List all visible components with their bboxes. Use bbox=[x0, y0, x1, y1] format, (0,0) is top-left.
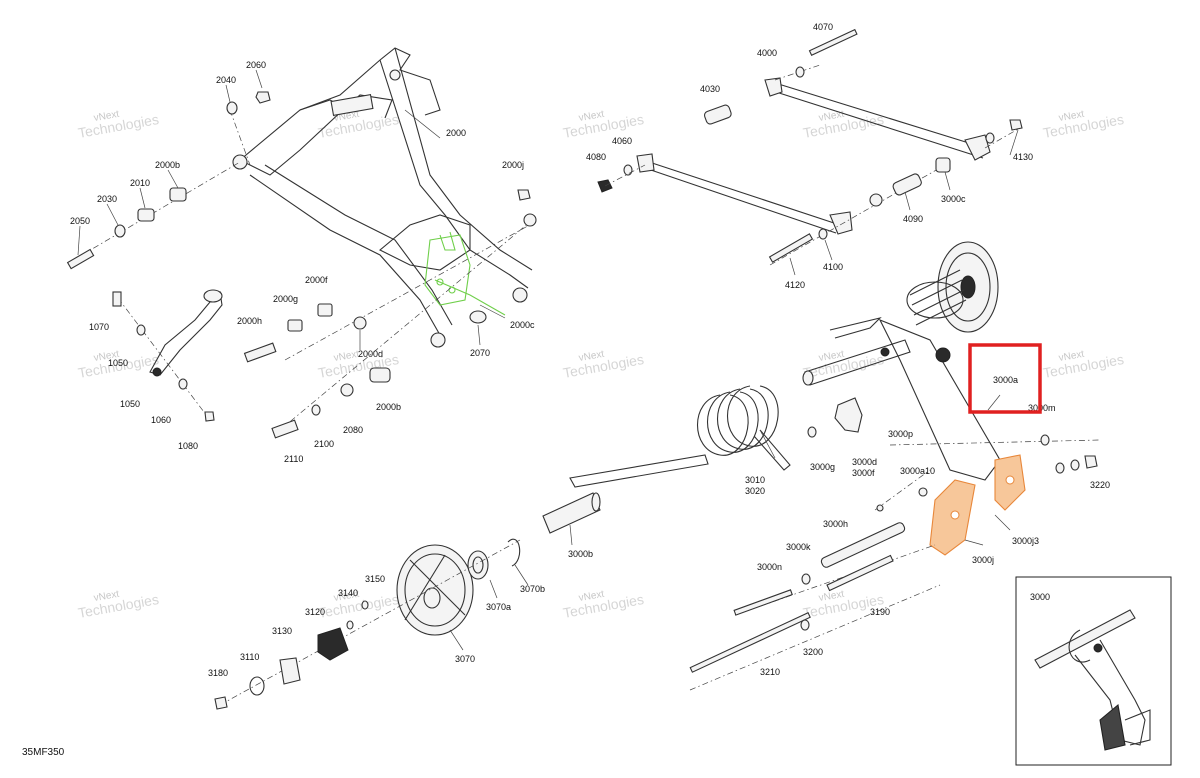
inset-label-3000: 3000 bbox=[1030, 592, 1050, 602]
part-label-3000a10: 3000a10 bbox=[900, 466, 935, 476]
inset-view: 3000 bbox=[1015, 576, 1172, 766]
part-label-2050: 2050 bbox=[70, 216, 90, 226]
figure-code: 35MF350 bbox=[22, 747, 65, 758]
part-label-2000f: 2000f bbox=[305, 275, 328, 285]
watermark: vNext bbox=[333, 349, 360, 364]
part-label-2000c: 2000c bbox=[510, 320, 535, 330]
part-label-3000a: 3000a bbox=[993, 375, 1018, 385]
watermark: vNext bbox=[93, 109, 120, 124]
part-label-2030: 2030 bbox=[97, 194, 117, 204]
part-label-3130: 3130 bbox=[272, 626, 292, 636]
part-label-3000j3: 3000j3 bbox=[1012, 536, 1039, 546]
tensioner-fasteners bbox=[689, 397, 1101, 691]
part-label-2000b-lower: 2000b bbox=[376, 402, 401, 412]
part-label-1070: 1070 bbox=[89, 322, 109, 332]
part-label-4000: 4000 bbox=[757, 48, 777, 58]
part-label-3200: 3200 bbox=[803, 647, 823, 657]
part-label-3000k: 3000k bbox=[786, 542, 811, 552]
part-label-3140: 3140 bbox=[338, 588, 358, 598]
part-label-2000g: 2000g bbox=[273, 294, 298, 304]
part-label-3000h: 3000h bbox=[823, 519, 848, 529]
part-label-3020: 3020 bbox=[745, 486, 765, 496]
pedal-assembly-1050 bbox=[112, 289, 223, 422]
part-label-2000j: 2000j bbox=[502, 160, 524, 170]
part-label-3010: 3010 bbox=[745, 475, 765, 485]
part-label-1050: 1050 bbox=[120, 399, 140, 409]
watermark: vNext bbox=[1058, 109, 1085, 124]
spring-3010 bbox=[569, 385, 791, 488]
sleeve-3000b bbox=[542, 492, 601, 534]
part-label-2100: 2100 bbox=[314, 439, 334, 449]
part-label-4120: 4120 bbox=[785, 280, 805, 290]
part-label-3180: 3180 bbox=[208, 668, 228, 678]
part-label-3150: 3150 bbox=[365, 574, 385, 584]
part-label-3000m: 3000m bbox=[1028, 403, 1056, 413]
highlight-box bbox=[968, 343, 1042, 414]
part-label-4130: 4130 bbox=[1013, 152, 1033, 162]
part-label-4090: 4090 bbox=[903, 214, 923, 224]
part-label-1060: 1060 bbox=[151, 415, 171, 425]
part-label-3210: 3210 bbox=[760, 667, 780, 677]
part-label-4030: 4030 bbox=[700, 84, 720, 94]
watermark: vNext bbox=[333, 589, 360, 604]
part-label-2060: 2060 bbox=[246, 60, 266, 70]
leader-lines bbox=[77, 69, 1019, 651]
part-label-2070: 2070 bbox=[470, 348, 490, 358]
part-label-2010: 2010 bbox=[130, 178, 150, 188]
part-label-3000n: 3000n bbox=[757, 562, 782, 572]
part-label-2000h: 2000h bbox=[237, 316, 262, 326]
part-label-4100: 4100 bbox=[823, 262, 843, 272]
part-label-3110: 3110 bbox=[240, 652, 259, 662]
part-label-1080: 1080 bbox=[178, 441, 198, 451]
watermark: vNext bbox=[818, 589, 845, 604]
part-label-3220: 3220 bbox=[1090, 480, 1110, 490]
part-label-3190: 3190 bbox=[870, 607, 890, 617]
watermark: vNext bbox=[578, 349, 605, 364]
part-label-4080: 4080 bbox=[586, 152, 606, 162]
part-label-2000b: 2000b bbox=[155, 160, 180, 170]
part-label-4070: 4070 bbox=[813, 22, 833, 32]
part-label-3000p: 3000p bbox=[888, 429, 913, 439]
bracket-2000c bbox=[424, 231, 506, 316]
part-label-3070a: 3070a bbox=[486, 602, 511, 612]
tensioner-bracket-3000j bbox=[929, 454, 1026, 556]
part-labels: 2060 2040 2000 2000j 2000b 2010 2030 205… bbox=[70, 22, 1110, 678]
part-label-3070b: 3070b bbox=[520, 584, 545, 594]
part-label-2080: 2080 bbox=[343, 425, 363, 435]
rod-assembly-4000 bbox=[597, 28, 1023, 266]
part-label-1050-upper: 1050 bbox=[108, 358, 128, 368]
watermark: vNext bbox=[818, 109, 845, 124]
watermark: vNext bbox=[93, 349, 120, 364]
part-label-2040: 2040 bbox=[216, 75, 236, 85]
watermark: vNext bbox=[578, 109, 605, 124]
roller-assembly-3070 bbox=[214, 538, 521, 710]
watermark: vNext bbox=[578, 589, 605, 604]
watermark: vNext bbox=[93, 589, 120, 604]
part-label-4060: 4060 bbox=[612, 136, 632, 146]
part-label-2000d: 2000d bbox=[358, 349, 383, 359]
part-label-3000b: 3000b bbox=[568, 549, 593, 559]
part-label-3000f: 3000f bbox=[852, 468, 875, 478]
part-label-2110: 2110 bbox=[284, 454, 303, 464]
part-label-3000j: 3000j bbox=[972, 555, 994, 565]
watermark: vNext bbox=[1058, 349, 1085, 364]
part-label-2000: 2000 bbox=[446, 128, 466, 138]
part-label-3070: 3070 bbox=[455, 654, 475, 664]
part-label-3000c: 3000c bbox=[941, 194, 966, 204]
tensioner-assembly-3000 bbox=[802, 241, 1001, 481]
watermark: vNext bbox=[818, 349, 845, 364]
fasteners-left bbox=[66, 91, 537, 439]
part-label-3120: 3120 bbox=[305, 607, 325, 617]
part-label-3000g: 3000g bbox=[810, 462, 835, 472]
frame-assembly-2000 bbox=[232, 47, 533, 348]
part-label-3000d: 3000d bbox=[852, 457, 877, 467]
